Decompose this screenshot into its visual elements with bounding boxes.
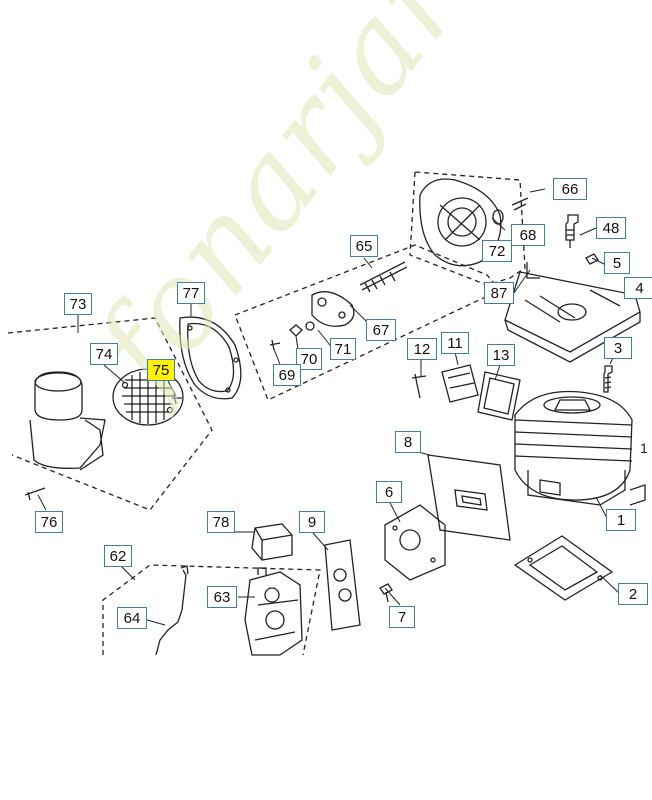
part-label-68[interactable]: 68 xyxy=(511,224,545,246)
part-label-1[interactable]: 1 xyxy=(606,509,636,531)
part-label-76[interactable]: 76 xyxy=(35,511,63,533)
part-label-9[interactable]: 9 xyxy=(299,511,325,533)
top-cover-drawing xyxy=(504,271,641,363)
part-label-11[interactable]: 11 xyxy=(441,332,469,354)
part-label-78[interactable]: 78 xyxy=(207,511,235,533)
part-label-8[interactable]: 8 xyxy=(395,431,421,453)
part-label-5[interactable]: 5 xyxy=(604,252,630,274)
part-label-71[interactable]: 71 xyxy=(330,338,356,360)
part-label-64[interactable]: 64 xyxy=(117,607,147,629)
part-label-66[interactable]: 66 xyxy=(553,178,587,200)
spark-plug-drawing xyxy=(565,214,599,265)
part-label-69[interactable]: 69 xyxy=(273,364,301,386)
part-label-65[interactable]: 65 xyxy=(350,235,378,257)
gasket-77-drawing xyxy=(179,316,242,400)
part-label-70[interactable]: 70 xyxy=(296,348,322,370)
part-label-63[interactable]: 63 xyxy=(207,586,237,608)
part-label-74[interactable]: 74 xyxy=(90,343,118,365)
bolt-3-drawing xyxy=(603,365,613,393)
part-label-77[interactable]: 77 xyxy=(177,282,205,304)
part-label-3[interactable]: 3 xyxy=(604,337,632,359)
part-label-73[interactable]: 73 xyxy=(64,293,92,315)
part-label-87[interactable]: 87 xyxy=(484,282,514,304)
part-label-62[interactable]: 62 xyxy=(104,545,132,567)
parts-11-13-drawing xyxy=(411,364,521,421)
intake-6-drawing xyxy=(379,504,446,603)
edge-mark-1: 1 xyxy=(640,440,648,456)
part-label-12[interactable]: 12 xyxy=(407,338,437,360)
gasket-2-drawing xyxy=(513,535,614,601)
carburetor-drawing xyxy=(155,565,303,656)
part-label-7[interactable]: 7 xyxy=(389,606,415,628)
plate-8-drawing xyxy=(427,454,511,541)
part-label-48[interactable]: 48 xyxy=(596,217,626,239)
part-label-72[interactable]: 72 xyxy=(482,240,512,262)
part-label-67[interactable]: 67 xyxy=(366,319,396,341)
part-label-6[interactable]: 6 xyxy=(376,481,402,503)
part-label-13[interactable]: 13 xyxy=(487,344,515,366)
part-label-4[interactable]: 4 xyxy=(624,277,652,299)
air-filter-assembly xyxy=(24,368,184,501)
parts-78-9-drawing xyxy=(251,523,361,631)
cylinder-drawing xyxy=(514,390,646,506)
part-label-75[interactable]: 75 xyxy=(147,359,175,381)
part-label-2[interactable]: 2 xyxy=(618,583,648,605)
